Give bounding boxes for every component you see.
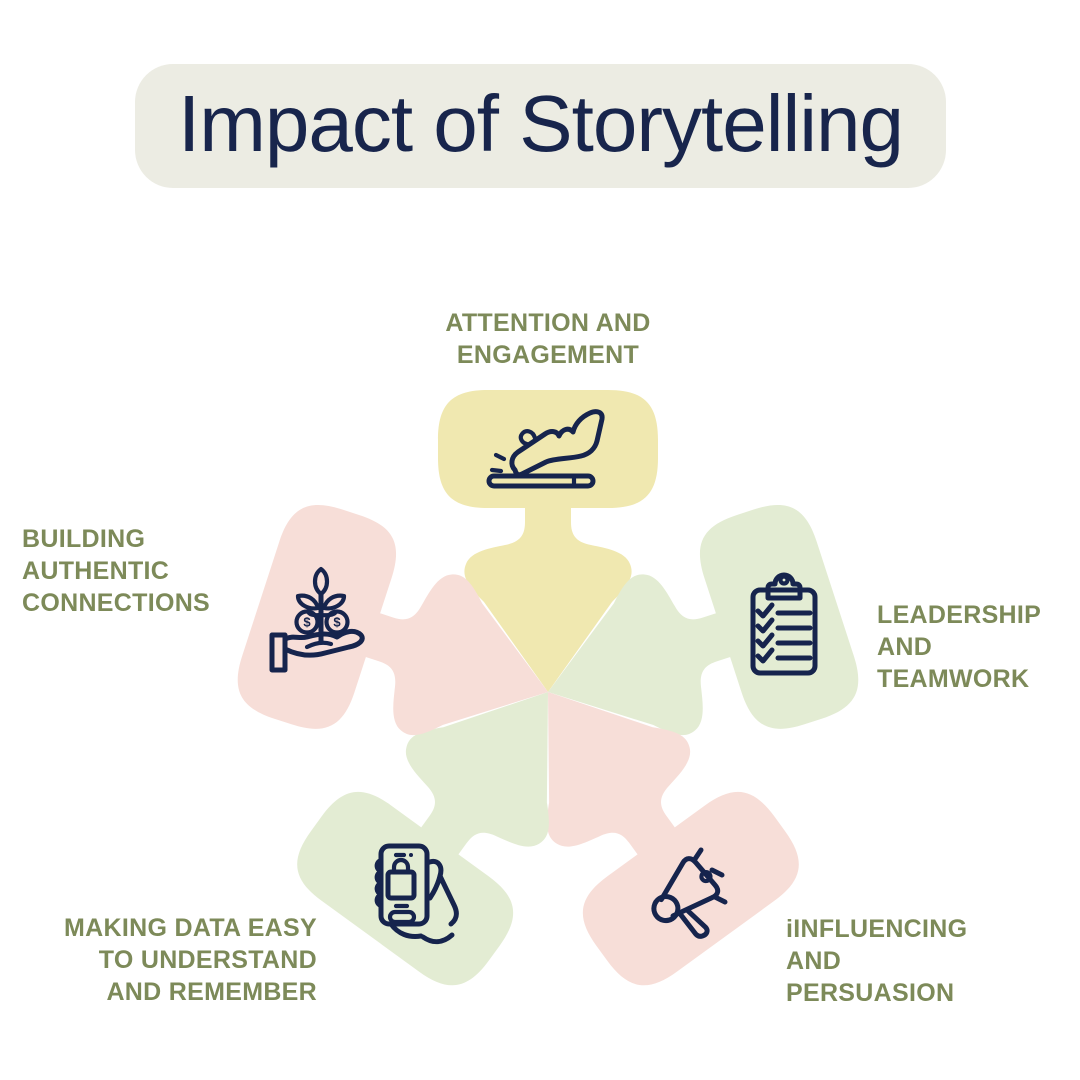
megaphone-icon [651, 847, 728, 939]
petal-making-data [297, 692, 549, 986]
label-influencing-persuasion: iINFLUENCING AND PERSUASION [786, 915, 968, 1007]
label-leadership-teamwork: LEADERSHIP AND TEAMWORK [877, 601, 1042, 693]
dollar-sign: $ [303, 615, 311, 630]
label-making-data-easy: MAKING DATA EASY TO UNDERSTAND AND REMEM… [64, 914, 317, 1006]
tap-hand-icon [486, 409, 605, 489]
petal-leadership [548, 505, 859, 736]
phone-shopping-icon [374, 843, 459, 945]
hand-plant-coins-icon: $ $ [269, 566, 365, 673]
checklist-clipboard-icon [750, 572, 818, 676]
page-title: Impact of Storytelling [178, 79, 904, 168]
label-building-connections: BUILDING AUTHENTIC CONNECTIONS [22, 525, 211, 617]
title-pill: Impact of Storytelling [135, 64, 946, 188]
petal-attention [438, 390, 658, 692]
dollar-sign: $ [333, 615, 341, 630]
petal-building [237, 505, 548, 736]
petal-influencing [547, 692, 799, 986]
label-attention-engagement: ATTENTION AND ENGAGEMENT [445, 309, 651, 369]
